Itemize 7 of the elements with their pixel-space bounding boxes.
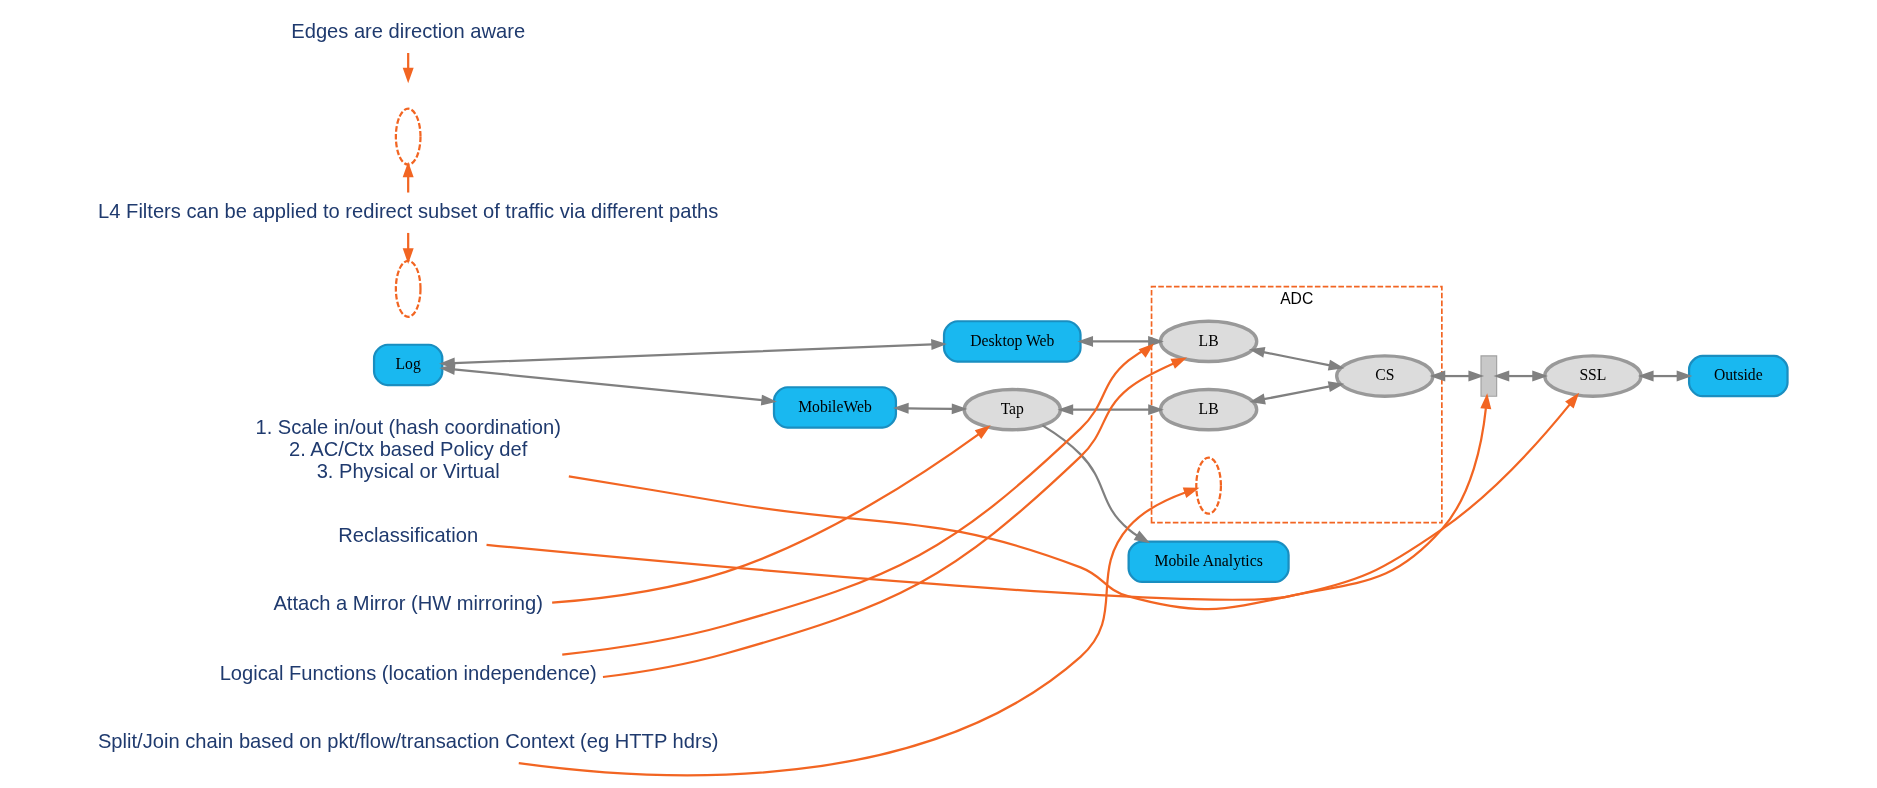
- node-text: 1. Scale in/out (hash coordination) 2. AC/Ctx based Policy def 3. Physical or Virtual: [254, 415, 561, 483]
- node-text: L4 Filters can be applied to redirect subset of traffic via different paths: [97, 199, 718, 222]
- node-text: Reclassification: [337, 524, 478, 547]
- node-text: Logical Functions (location independence): [219, 661, 597, 684]
- node-text: Edges are direction aware: [290, 19, 525, 42]
- node-text: Attach a Mirror (HW mirroring): [272, 592, 543, 615]
- node-text: Split/Join chain based on pkt/flow/transaction Context (eg HTTP hdrs): [97, 729, 718, 752]
